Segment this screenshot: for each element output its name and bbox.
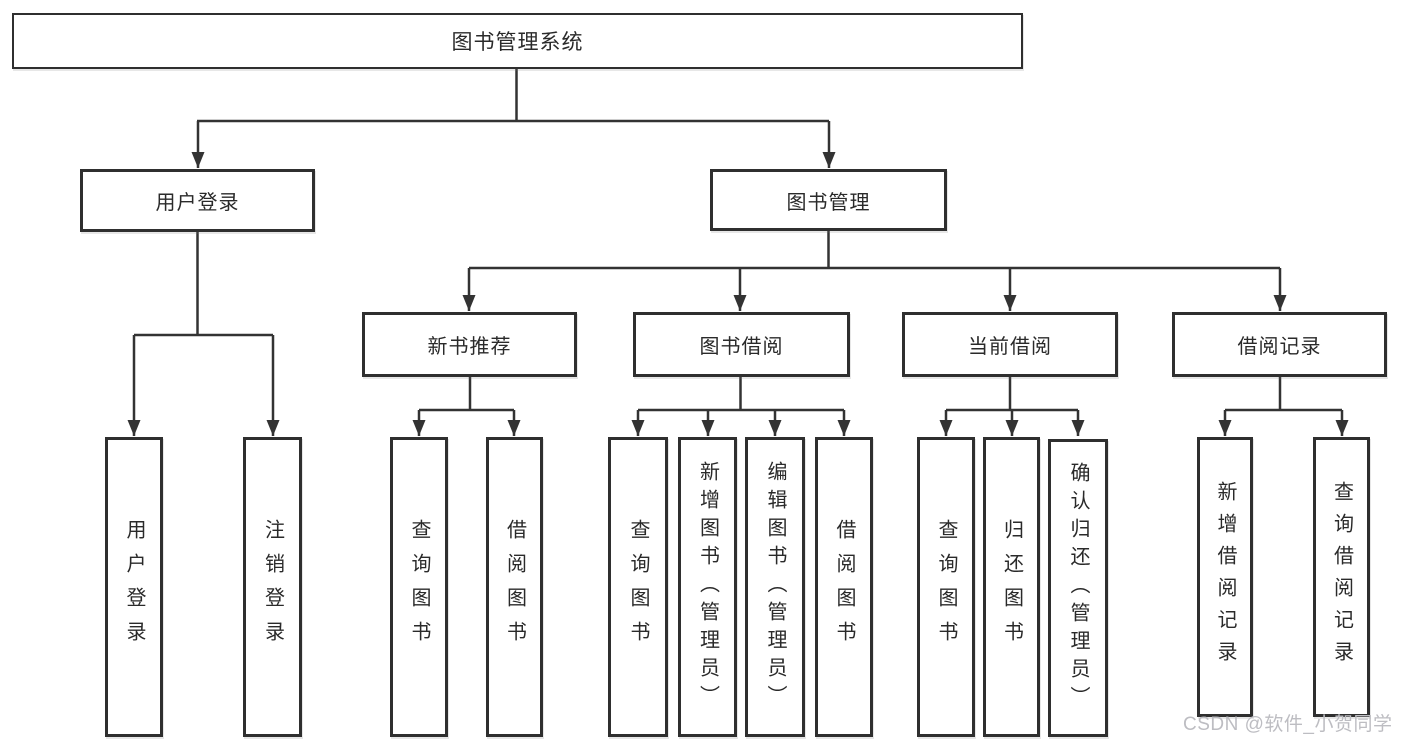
node-leaf-query-books-1: 查询图书 [390,437,448,737]
node-label: 确认归还（管理员） [1067,462,1089,714]
node-leaf-query-borrow-record: 查询借阅记录 [1313,437,1370,717]
node-label: 编辑图书（管理员） [764,461,786,713]
connector-currentborrow-children [939,377,1085,436]
node-label: 借阅图书 [833,519,855,655]
node-book-borrowing: 图书借阅 [633,312,850,377]
node-system-root: 图书管理系统 [12,13,1023,69]
node-leaf-borrow-books-2: 借阅图书 [815,437,873,737]
node-leaf-confirm-return-admin: 确认归还（管理员） [1048,439,1108,737]
node-label: 当前借阅 [968,336,1052,358]
node-leaf-edit-books-admin: 编辑图书（管理员） [745,437,805,737]
node-leaf-return-books: 归还图书 [983,437,1040,737]
node-label: 图书管理 [786,191,871,214]
node-label: 注销登录 [261,519,284,655]
node-label: 图书借阅 [699,336,784,358]
node-label: 新增图书（管理员） [696,461,719,713]
node-borrowing-records: 借阅记录 [1172,312,1387,377]
connector-bookborrow-children [631,377,851,436]
node-book-management: 图书管理 [710,169,947,231]
connector-userlogin-children [127,232,280,436]
connector-borrowrecord-children [1218,377,1349,436]
node-label: 新书推荐 [427,336,512,358]
node-leaf-add-books-admin: 新增图书（管理员） [678,437,737,737]
connector-root-to-level2 [191,69,836,168]
node-label: 用户登录 [155,192,240,214]
node-label: 归还图书 [1000,519,1023,655]
node-leaf-query-books-2: 查询图书 [608,437,668,737]
node-label: 新增借阅记录 [1214,481,1236,673]
node-leaf-logout: 注销登录 [243,437,302,737]
node-new-book-recommend: 新书推荐 [362,312,577,377]
node-current-borrowing: 当前借阅 [902,312,1118,377]
node-leaf-add-borrow-record: 新增借阅记录 [1197,437,1253,717]
node-user-login: 用户登录 [80,169,315,232]
node-label: 查询借阅记录 [1330,481,1353,673]
node-leaf-user-login: 用户登录 [105,437,163,737]
csdn-watermark: CSDN @软件_小贺同学 [1183,714,1393,735]
node-label: 借阅记录 [1237,336,1322,358]
node-label: 图书管理系统 [451,31,584,54]
node-label: 借阅图书 [503,519,526,655]
connector-bookmgmt-children [462,231,1287,311]
node-label: 查询图书 [627,519,649,655]
node-label: 查询图书 [408,519,430,655]
node-label: 用户登录 [123,519,145,655]
node-label: 查询图书 [935,519,957,655]
node-leaf-borrow-books-1: 借阅图书 [486,437,543,737]
node-leaf-query-books-3: 查询图书 [917,437,975,737]
connector-newbookrec-children [412,377,521,436]
